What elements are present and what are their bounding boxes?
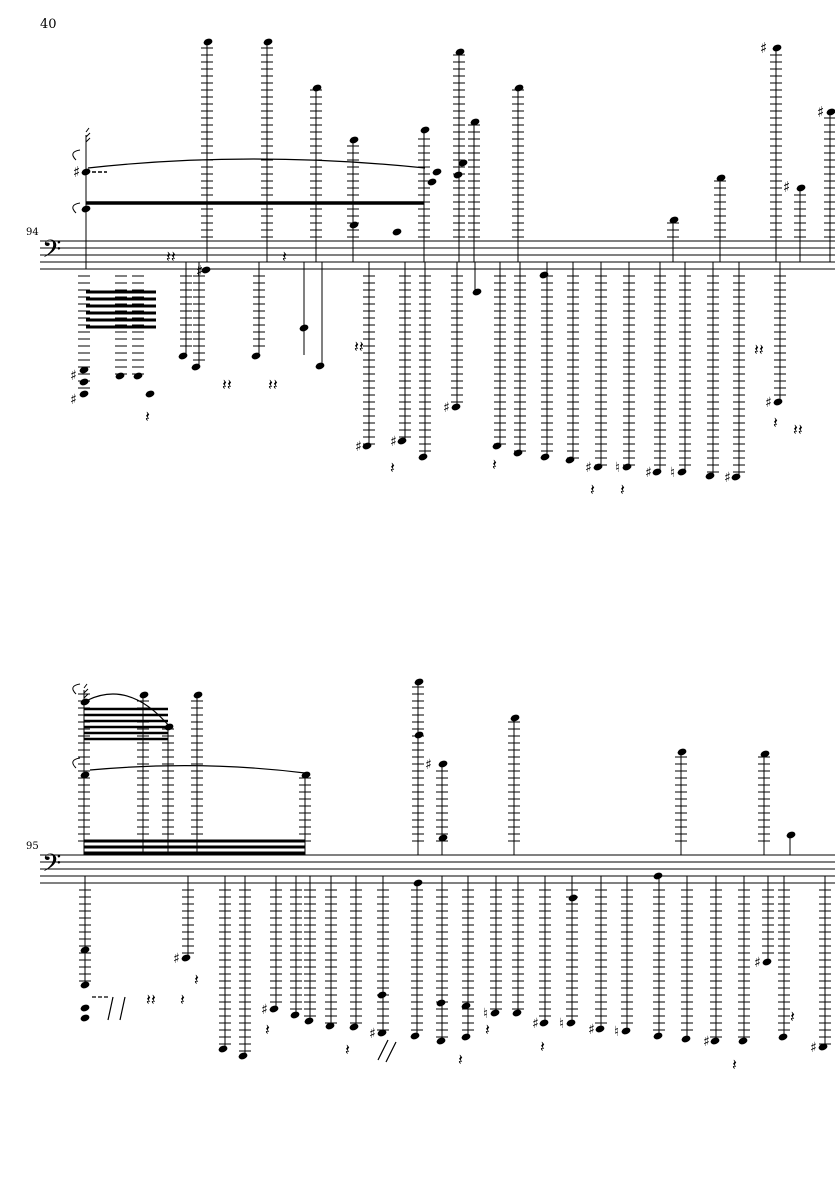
staff-system-94 — [40, 240, 835, 270]
svg-text:𝄽𝄽: 𝄽𝄽 — [166, 247, 176, 266]
svg-text:♯: ♯ — [810, 1040, 817, 1056]
svg-text:♯: ♯ — [261, 1002, 268, 1018]
svg-text:𝄽𝄽: 𝄽𝄽 — [222, 375, 232, 394]
ledger-lines-upper-1 — [201, 47, 835, 238]
svg-text:𝄽: 𝄽 — [540, 1037, 545, 1056]
accidentals-upper-2: ♯ — [425, 757, 432, 773]
svg-text:𝄢: 𝄢 — [42, 849, 61, 884]
svg-text:𝄽: 𝄽 — [390, 458, 395, 477]
noteheads-upper-1 — [81, 38, 835, 279]
svg-text:𝄽𝄽: 𝄽𝄽 — [146, 990, 156, 1009]
accidentals-lower-1: ♯ ♯ ♯ ♯ ♮ ♯ ♮ ♯ ♯ ♯ ♯ — [70, 368, 772, 486]
ledger-lines-lower-1 — [78, 275, 786, 473]
svg-text:♯: ♯ — [760, 39, 767, 57]
ledger-stack-group-lower-1 — [185, 262, 781, 475]
svg-text:𝄽: 𝄽 — [485, 1020, 490, 1039]
beams-ties-upper-1 — [72, 127, 426, 269]
measure-number-94: 94 — [26, 227, 39, 238]
svg-text:♯: ♯ — [390, 434, 397, 450]
svg-text:𝄽: 𝄽 — [773, 413, 778, 432]
svg-text:♯: ♯ — [724, 470, 731, 486]
ledger-lines-lower-2 — [79, 889, 831, 1052]
svg-text:♯: ♯ — [70, 392, 77, 408]
svg-text:𝄽𝄽: 𝄽𝄽 — [754, 340, 764, 359]
svg-text:♯: ♯ — [532, 1016, 539, 1032]
svg-text:♮: ♮ — [614, 1024, 619, 1040]
svg-text:♯: ♯ — [585, 460, 592, 476]
svg-text:𝄽: 𝄽 — [180, 990, 185, 1009]
svg-text:♮: ♮ — [670, 465, 675, 481]
svg-text:♯: ♯ — [765, 395, 772, 411]
svg-text:♯: ♯ — [588, 1022, 595, 1038]
ledger-stack-group-upper-2 — [83, 682, 791, 855]
svg-text:♯: ♯ — [703, 1034, 710, 1050]
svg-text:𝄽: 𝄽 — [732, 1055, 737, 1074]
accidentals-upper-1: ♯ ♯ ♯ ♯ ♯ — [73, 39, 824, 280]
beams-lower-1 — [86, 290, 156, 329]
bass-clef-icon: 𝄢 — [42, 849, 61, 884]
staff-system-95 — [40, 854, 835, 884]
svg-text:♯: ♯ — [369, 1026, 376, 1042]
page-number: 40 — [40, 17, 57, 32]
svg-text:𝄽𝄽: 𝄽𝄽 — [354, 337, 364, 356]
noteheads-upper-2 — [80, 678, 796, 887]
tremolo-marks-2 — [92, 996, 397, 1063]
svg-text:𝄢: 𝄢 — [42, 235, 61, 270]
ledger-lines-upper-2 — [78, 686, 770, 842]
ledger-stack-group-upper-1 — [206, 42, 831, 262]
svg-text:♯: ♯ — [425, 757, 432, 773]
svg-text:♮: ♮ — [615, 460, 620, 476]
svg-text:𝄽𝄽: 𝄽𝄽 — [793, 420, 803, 439]
svg-text:♯: ♯ — [70, 368, 77, 384]
svg-text:𝄽: 𝄽 — [790, 1007, 795, 1026]
svg-text:𝄽: 𝄽 — [194, 970, 199, 989]
svg-text:𝄽: 𝄽 — [590, 480, 595, 499]
svg-text:♯: ♯ — [645, 465, 652, 481]
svg-text:♯: ♯ — [783, 178, 790, 196]
ledger-stack-group-lower-2 — [84, 876, 826, 1055]
svg-text:𝄽: 𝄽 — [265, 1020, 270, 1039]
measure-number-95: 95 — [26, 841, 39, 852]
svg-text:𝄽: 𝄽 — [620, 480, 625, 499]
noteheads-lower-1 — [79, 288, 783, 481]
beams-ties-upper-2 — [72, 683, 306, 855]
svg-text:♯: ♯ — [754, 955, 761, 971]
svg-text:𝄽: 𝄽 — [492, 455, 497, 474]
svg-text:𝄽: 𝄽 — [458, 1050, 463, 1069]
svg-text:𝄽: 𝄽 — [145, 407, 150, 426]
svg-text:♯: ♯ — [443, 400, 450, 416]
accidentals-lower-2: ♯ ♯ ♯ ♮ ♯ ♮ ♯ ♮ ♯ ♯ ♯ — [173, 951, 817, 1056]
svg-text:♯: ♯ — [73, 163, 80, 181]
svg-text:♯: ♯ — [196, 262, 203, 280]
bass-clef-icon: 𝄢 — [42, 235, 61, 270]
svg-text:♯: ♯ — [173, 951, 180, 967]
svg-text:♮: ♮ — [483, 1006, 488, 1022]
svg-text:♮: ♮ — [559, 1016, 564, 1032]
svg-text:♯: ♯ — [355, 439, 362, 455]
svg-text:𝄽: 𝄽 — [282, 247, 287, 266]
rests-1: 𝄽𝄽 𝄽 𝄽𝄽 𝄽𝄽 𝄽𝄽 𝄽 𝄽 𝄽 𝄽 𝄽𝄽 𝄽 𝄽𝄽 𝄽 — [145, 247, 803, 499]
svg-text:♯: ♯ — [817, 103, 824, 121]
noteheads-lower-2 — [80, 894, 828, 1060]
rests-2: 𝄽𝄽 𝄽 𝄽 𝄽 𝄽 𝄽 𝄽 𝄽 𝄽 𝄽 — [146, 970, 795, 1074]
svg-text:𝄽: 𝄽 — [345, 1040, 350, 1059]
svg-text:𝄽𝄽: 𝄽𝄽 — [268, 375, 278, 394]
